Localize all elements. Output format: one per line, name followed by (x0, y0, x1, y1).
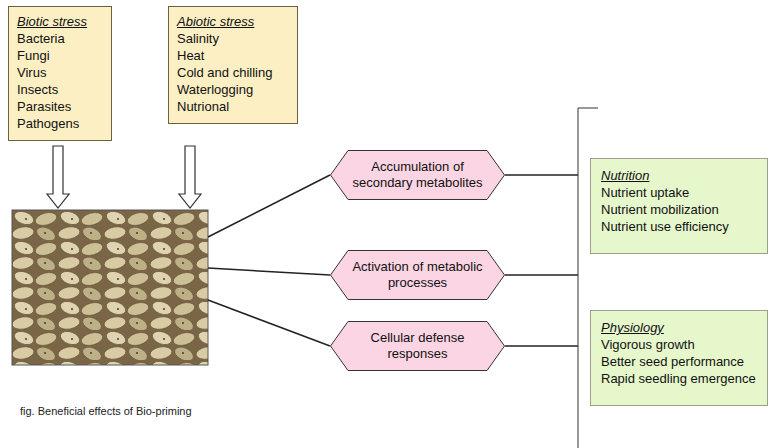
process-label: Cellular defense responses (352, 330, 483, 362)
list-item: Better seed performance (601, 353, 759, 370)
process-hexagon: Accumulation of secondary metabolites (330, 150, 505, 200)
box-heading: Biotic stress (17, 13, 103, 30)
hexagon-shape (331, 151, 505, 200)
hexagon-shape (331, 322, 505, 371)
hollow-arrow (47, 146, 69, 208)
process-label: Accumulation of secondary metabolites (352, 159, 483, 191)
hexagon-shape (331, 251, 505, 300)
list-item: Virus (17, 64, 103, 81)
effect-box: NutritionNutrient uptakeNutrient mobiliz… (590, 158, 768, 254)
list-item: Cold and chilling (177, 64, 289, 81)
list-item: Heat (177, 47, 289, 64)
stress-box: Biotic stressBacteriaFungiVirusInsectsPa… (8, 6, 112, 141)
list-item: Insects (17, 81, 103, 98)
hollow-arrow (179, 146, 201, 208)
list-item: Fungi (17, 47, 103, 64)
list-item: Parasites (17, 98, 103, 115)
link-line (208, 175, 330, 237)
process-label: Activation of metabolic processes (352, 259, 483, 291)
list-item: Salinity (177, 30, 289, 47)
list-item: Nutrient use efficiency (601, 218, 759, 235)
figure-caption: fig. Beneficial effects of Bio-priming (20, 405, 192, 417)
effect-box: PhysiologyVigorous growthBetter seed per… (590, 310, 768, 406)
box-heading: Physiology (601, 319, 759, 336)
link-line (208, 300, 330, 346)
link-line (208, 268, 330, 275)
process-hexagon: Activation of metabolic processes (330, 250, 505, 300)
list-item: Bacteria (17, 30, 103, 47)
link-line (505, 174, 578, 176)
list-item: Pathogens (17, 115, 103, 132)
stress-box: Abiotic stressSalinityHeatCold and chill… (168, 6, 298, 124)
list-item: Vigorous growth (601, 336, 759, 353)
box-heading: Nutrition (601, 167, 759, 184)
bean-seed-photo (12, 210, 208, 365)
list-item: Nutrional (177, 98, 289, 115)
link-line (505, 274, 578, 276)
box-heading: Abiotic stress (177, 13, 289, 30)
list-item: Waterlogging (177, 81, 289, 98)
list-item: Nutrient mobilization (601, 201, 759, 218)
process-hexagon: Cellular defense responses (330, 321, 505, 371)
link-line (505, 345, 578, 347)
list-item: Rapid seedling emergence (601, 370, 759, 387)
list-item: Nutrient uptake (601, 184, 759, 201)
